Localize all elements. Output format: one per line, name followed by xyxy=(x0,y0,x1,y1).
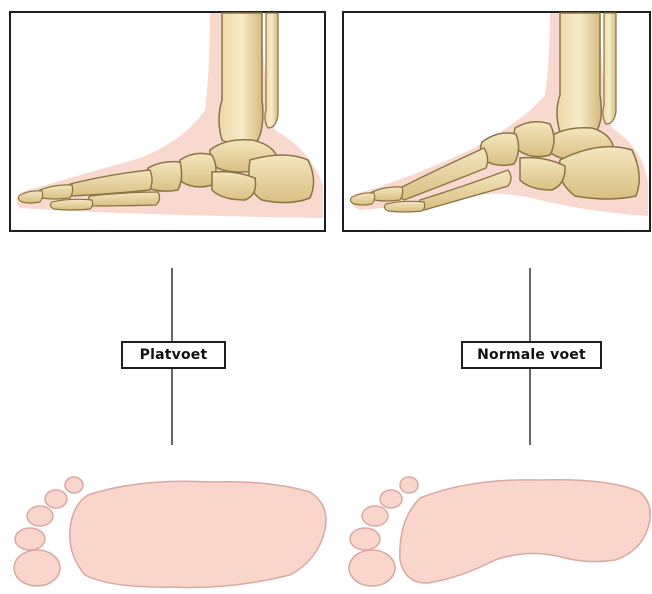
normal-foot-cuboid xyxy=(520,158,565,190)
normal-footprint-toe-4 xyxy=(380,490,402,508)
flat-footprint-toe-1 xyxy=(14,550,60,586)
normal-foot-panel xyxy=(343,12,650,231)
flat-foot-fibula xyxy=(265,13,278,128)
flat-foot-tibia xyxy=(219,13,263,145)
flat-footprint-toe-3 xyxy=(27,506,53,526)
flat-footprint-toe-4 xyxy=(45,490,67,508)
flat-footprint-toe-5 xyxy=(65,477,83,493)
flat-foot-label: Platvoet xyxy=(121,341,226,369)
normal-foot-calcaneus xyxy=(559,147,639,199)
normal-foot-navicular xyxy=(514,122,554,157)
normal-foot-label: Normale voet xyxy=(461,341,602,369)
normal-footprint-toe-3 xyxy=(362,506,388,526)
normal-footprint-sole xyxy=(400,480,650,583)
normal-footprint-toe-1 xyxy=(349,550,395,586)
flat-foot-navicular xyxy=(178,153,216,187)
normal-foot-tibia xyxy=(557,13,601,137)
flat-footprint-sole xyxy=(70,481,326,587)
normal-footprint xyxy=(349,477,650,586)
normal-foot-phalanx-3 xyxy=(384,201,424,212)
flat-footprint-toe-2 xyxy=(15,528,45,550)
flat-foot-panel xyxy=(10,12,325,231)
flat-footprint xyxy=(14,477,326,588)
normal-foot-fibula xyxy=(603,13,616,124)
flat-foot-phalanx-3 xyxy=(50,199,92,210)
normal-footprint-toe-5 xyxy=(400,477,418,493)
flat-foot-calcaneus xyxy=(249,155,314,203)
normal-footprint-toe-2 xyxy=(350,528,380,550)
